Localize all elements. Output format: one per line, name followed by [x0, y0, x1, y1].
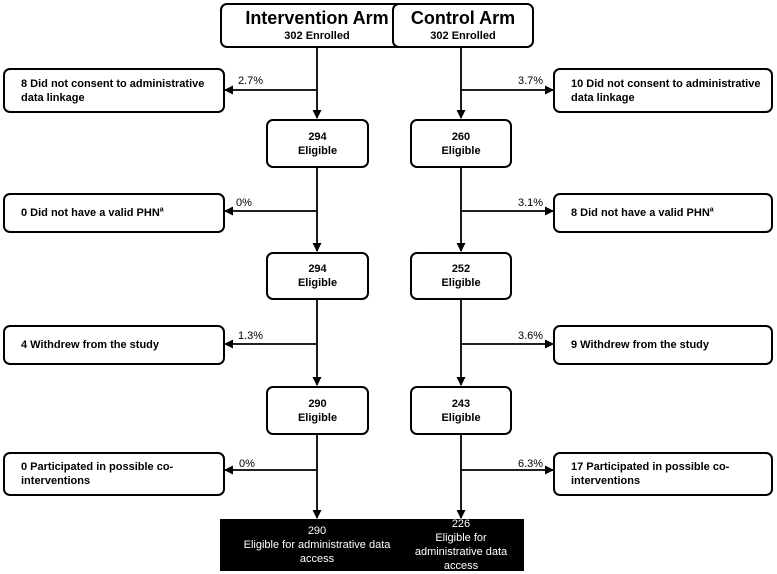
intervention-enrolled: 302 Enrolled [284, 30, 350, 42]
intervention-stage-count-1: 294 [308, 130, 327, 143]
intervention-final-count: 290 [307, 525, 327, 537]
intervention-stage-count-2: 294 [308, 263, 327, 275]
control-exclusion-box-2: 8 Did not have a valid PHNa [553, 193, 773, 233]
intervention-exclusion-pct-1: 2.7% [238, 75, 264, 87]
control-exclusion-box-4: 17 Participated in possible co-intervent… [553, 452, 773, 496]
control-stage-box-3: 243 Eligible [410, 386, 512, 435]
intervention-arm-title: Intervention Arm [245, 8, 389, 28]
intervention-stage-count-3: 290 [308, 397, 327, 410]
intervention-stage-label-3: Eligible [297, 411, 338, 424]
control-exclusion-text-3: 9 Withdrew from the study [571, 339, 710, 351]
control-stage-label-3: Eligible [441, 411, 481, 424]
control-exclusion-line-2: 8 Did not have a valid PHNa [571, 206, 714, 220]
control-stage-box-2: 252 Eligible [410, 252, 512, 300]
control-final-label: Eligible for administrative data access [414, 532, 508, 572]
intervention-exclusion-text-4: 0 Participated in possible co-interventi… [21, 461, 174, 487]
control-exclusion-pct-2: 3.1% [518, 197, 544, 209]
intervention-exclusion-pct-3: 1.3% [238, 330, 264, 342]
intervention-exclusion-text-1: 8 Did not consent to administrative data… [21, 77, 205, 104]
intervention-exclusion-text-2: 0 Did not have a valid PHN [21, 207, 160, 219]
intervention-exclusion-box-3: 4 Withdrew from the study [3, 325, 225, 365]
intervention-exclusion-footnote-2: a [159, 206, 164, 214]
intervention-exclusion-pct-2: 0% [236, 197, 252, 209]
intervention-final-box: 290 Eligible for administrative data acc… [220, 519, 414, 571]
control-exclusion-box-3: 9 Withdrew from the study [553, 325, 773, 365]
intervention-exclusion-box-4: 0 Participated in possible co-interventi… [3, 452, 225, 496]
intervention-exclusion-text-3: 4 Withdrew from the study [21, 339, 160, 351]
control-enrolled: 302 Enrolled [430, 30, 496, 42]
control-arm-title: Control Arm [410, 8, 516, 28]
control-stage-label-1: Eligible [441, 144, 481, 157]
intervention-stage-label-2: Eligible [297, 277, 338, 289]
control-final-count: 226 [451, 518, 471, 530]
intervention-exclusion-box-1: 8 Did not consent to administrative data… [3, 68, 225, 113]
intervention-exclusion-line-2: 0 Did not have a valid PHNa [21, 206, 164, 220]
control-exclusion-text-1: 10 Did not consent to administrative dat… [571, 77, 761, 104]
control-exclusion-box-1: 10 Did not consent to administrative dat… [553, 68, 773, 113]
control-exclusion-text-2: 8 Did not have a valid PHN [571, 207, 710, 219]
intervention-stage-label-1: Eligible [297, 144, 338, 157]
control-exclusion-footnote-2: a [709, 206, 714, 214]
intervention-stage-box-2: 294 Eligible [266, 252, 369, 300]
intervention-exclusion-pct-4: 0% [239, 458, 255, 470]
intervention-arm-header: Intervention Arm 302 Enrolled [220, 3, 414, 48]
control-exclusion-pct-1: 3.7% [518, 75, 544, 87]
control-stage-label-2: Eligible [441, 277, 481, 289]
control-stage-count-3: 243 [451, 397, 471, 410]
control-stage-count-1: 260 [451, 130, 471, 143]
control-exclusion-pct-3: 3.6% [518, 330, 544, 342]
intervention-exclusion-box-2: 0 Did not have a valid PHNa [3, 193, 225, 233]
control-exclusion-text-4: 17 Participated in possible co-intervent… [571, 461, 730, 487]
control-stage-count-2: 252 [451, 263, 471, 275]
control-stage-box-1: 260 Eligible [410, 119, 512, 168]
control-arm-header: Control Arm 302 Enrolled [392, 3, 534, 48]
intervention-final-label: Eligible for administrative data access [243, 539, 391, 565]
intervention-stage-box-3: 290 Eligible [266, 386, 369, 435]
control-final-box: 226 Eligible for administrative data acc… [398, 518, 524, 572]
control-exclusion-pct-4: 6.3% [518, 458, 544, 470]
intervention-stage-box-1: 294 Eligible [266, 119, 369, 168]
